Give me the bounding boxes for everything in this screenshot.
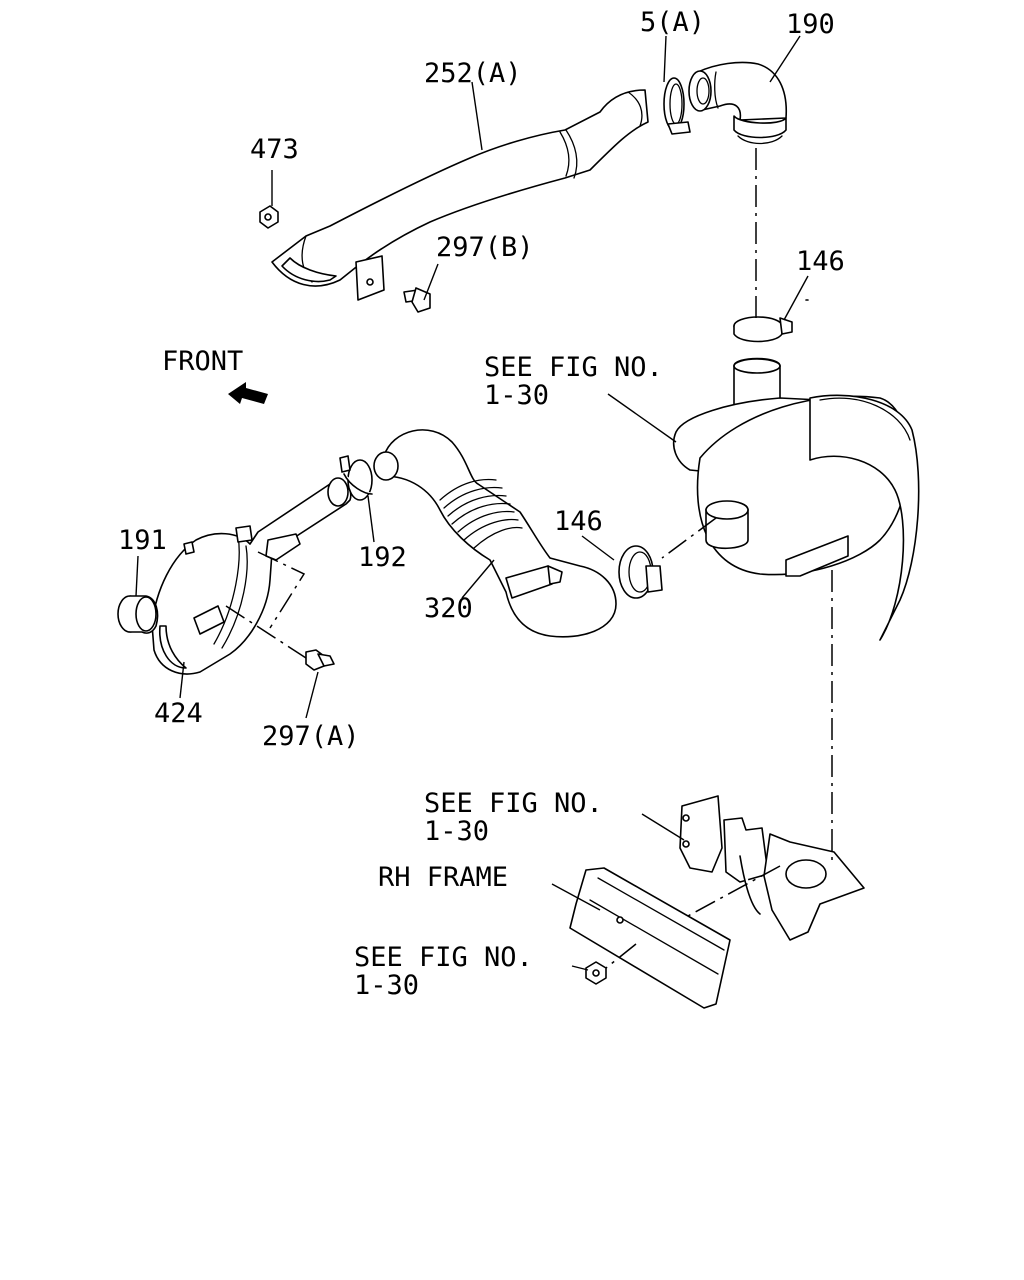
clamp-146-top: [733, 316, 793, 343]
label-rh-frame: RH FRAME: [378, 862, 508, 893]
label-473: 473: [250, 134, 299, 165]
front-arrow-icon: [228, 382, 268, 404]
label-297a: 297(A): [262, 721, 360, 752]
label-146-top: 146: [796, 246, 845, 277]
label-see-fig-1-line2: 1-30: [484, 380, 549, 411]
label-5a: 5(A): [640, 7, 705, 38]
label-see-fig-2-line1: SEE FIG NO.: [424, 788, 603, 819]
assembly-centerlines: [225, 148, 833, 969]
ring-191: [117, 595, 159, 634]
label-191: 191: [118, 525, 167, 556]
label-190: 190: [786, 9, 835, 40]
nut-frame: [585, 961, 607, 985]
label-see-fig-3-line1: SEE FIG NO.: [354, 942, 533, 973]
label-146-mid: 146: [554, 506, 603, 537]
bolt-297a: [305, 649, 335, 671]
label-297b: 297(B): [436, 232, 534, 263]
clamp-5a: [663, 77, 691, 135]
frame-bracket: [679, 795, 865, 941]
bellows-hose-320: [373, 429, 617, 638]
label-320: 320: [424, 593, 473, 624]
intake-pipe-252a: [271, 89, 649, 301]
label-192: 192: [358, 542, 407, 573]
bolt-297b: [403, 287, 431, 313]
leader-lines: [135, 35, 809, 971]
label-252a: 252(A): [424, 58, 522, 89]
label-front: FRONT: [162, 346, 243, 377]
label-424: 424: [154, 698, 203, 729]
label-see-fig-2-line2: 1-30: [424, 816, 489, 847]
nut-473: [259, 205, 279, 229]
elbow-hose-190: [688, 61, 788, 145]
air-duct-424: [151, 477, 352, 675]
label-see-fig-3-line2: 1-30: [354, 970, 419, 1001]
clamp-146-mid: [618, 545, 663, 599]
clamp-192: [339, 455, 373, 501]
rh-frame-rail: [569, 867, 731, 1009]
label-see-fig-1-line1: SEE FIG NO.: [484, 352, 663, 383]
air-cleaner: [672, 299, 920, 641]
